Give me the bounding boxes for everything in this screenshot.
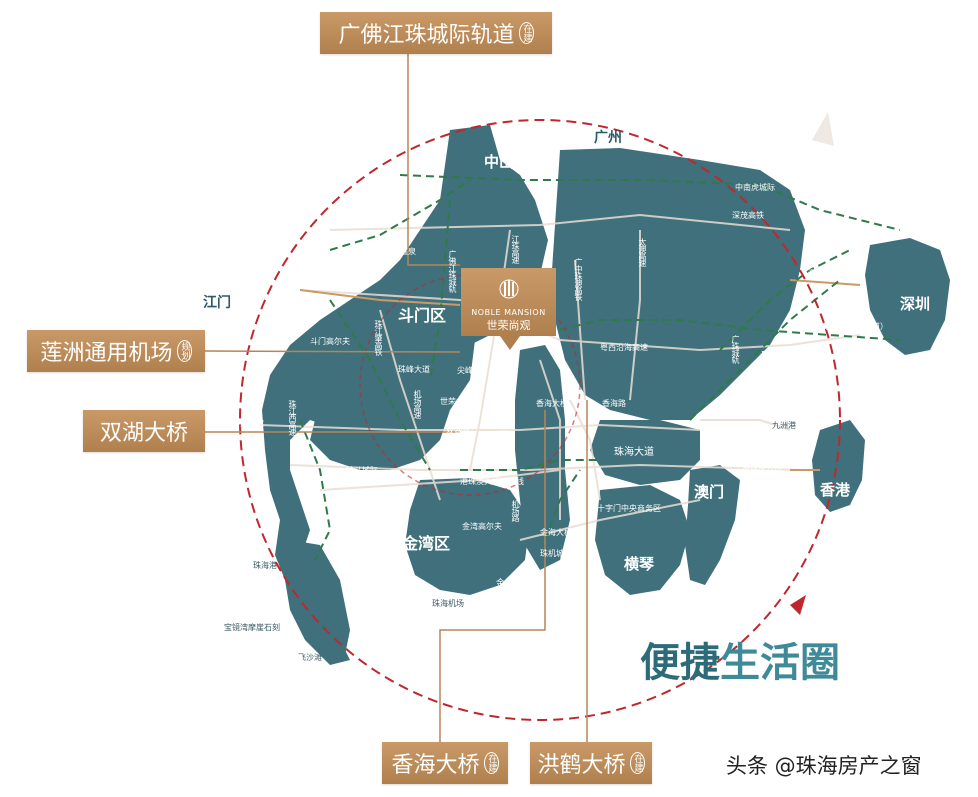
label-jiuzhou: 九洲港	[772, 421, 796, 430]
callout-honghe-label: 洪鹤大桥	[537, 753, 626, 778]
label-xianghai-q: 香海大桥	[536, 399, 568, 408]
label-guangzhu-guidao: 广佛江珠城轨	[448, 250, 457, 292]
label-zhuhai-station: 珠海站	[717, 434, 741, 443]
label-taiao: 太澳高速	[638, 238, 647, 266]
land-central	[552, 148, 805, 420]
land-hongkong	[812, 420, 865, 512]
region-xiangzhou: 香洲区	[760, 349, 806, 367]
label-zhudou: 珠斗城际	[346, 466, 378, 475]
label-guangzhu-gt: 广中珠澳高铁	[574, 258, 583, 300]
label-zhuji: 珠机城轨	[540, 549, 572, 558]
headline: 便捷生活圈	[640, 630, 840, 688]
label-xianghai-road: 香海路	[602, 399, 626, 408]
label-yuexi-gs: 粤西沿海高速	[600, 343, 648, 352]
callout-shuanghu-label: 双湖大桥	[99, 421, 188, 446]
label-jinwan-golf: 金湾高尔夫	[462, 522, 502, 531]
region-macau: 澳门	[694, 483, 725, 501]
region-jiangmen: 江门	[203, 295, 231, 311]
leader-lines	[204, 54, 588, 745]
label-guangzhu-cj: 广珠城轨	[731, 335, 740, 363]
label-baojing: 宝镜湾摩崖石刻	[224, 623, 280, 632]
region-guangzhou: 广州	[594, 130, 622, 146]
watermark: 头条 @珠海房产之窗	[726, 754, 922, 778]
land-hengqin	[595, 485, 690, 595]
land-zhongshan-strip	[515, 345, 570, 570]
label-huxin-road: 湖心路	[499, 430, 508, 451]
label-gongbei: 拱北口岸	[714, 421, 746, 430]
callout-lianzhou-label: 莲洲通用机场	[40, 341, 173, 366]
label-zhujiang-gt: 珠江肇高铁	[374, 320, 383, 355]
land-macau	[685, 465, 740, 585]
label-jianfeng: 尖峰山	[457, 366, 481, 375]
land-masses	[262, 125, 950, 665]
headline-light: 生活圈	[720, 640, 840, 686]
label-zhuhai-airport: 珠海机场	[432, 599, 464, 608]
label-hailan: 海泉湾	[240, 419, 264, 428]
callout-guangfo-label: 广佛江珠城际轨道	[338, 23, 515, 48]
label-doumen-golf: 斗门高尔夫	[310, 337, 350, 346]
headline-bold: 便捷	[640, 640, 720, 686]
region-hongkong: 香港	[820, 481, 851, 499]
land-xiangzhou	[590, 420, 700, 485]
project-name-en: NOBLE MANSION	[471, 308, 546, 317]
land-west-south	[290, 540, 350, 655]
label-shirong: 世荣大社区	[440, 397, 480, 406]
project-logo-icon	[499, 279, 519, 299]
label-haiquan-gs: 珠江西高速	[288, 400, 297, 435]
project-marker: NOBLE MANSION 世荣尚观	[461, 268, 556, 336]
region-jinwan: 金湾区	[402, 534, 451, 553]
label-zhuhaigang: 珠海港	[253, 561, 277, 570]
region-shenzhen: 深圳	[900, 295, 931, 313]
callout-guangfo-rail: 广佛江珠城际轨道 在建	[320, 12, 552, 54]
convenience-ring	[239, 119, 841, 721]
callout-xianghai-bridge: 香海大桥 在建	[382, 742, 508, 784]
land-shenzhen	[865, 238, 950, 355]
label-shenzhu: 深珠城轨（深珠通道）	[808, 322, 888, 331]
label-gangzhu: 港珠澳大桥	[742, 463, 782, 472]
label-feisha: 飞沙滩	[298, 653, 322, 662]
project-name-cn: 世荣尚观	[486, 319, 531, 332]
callout-lianzhou-airport: 莲洲通用机场 规划	[27, 330, 205, 372]
region-zhongshan: 中山	[484, 153, 515, 171]
label-zhuhai-ave: 珠海大道	[614, 447, 654, 458]
label-jiangzhu-gs: 江珠高速	[511, 235, 520, 263]
label-gangzhu-link: 港珠澳大桥连接线	[460, 477, 524, 486]
callout-xianghai-tag: 在建	[483, 752, 499, 774]
region-hengqin: 横琴	[624, 555, 655, 573]
label-doumen-ave: 珠峰大道	[398, 365, 430, 374]
callout-honghe-tag: 在建	[629, 752, 645, 774]
callout-honghe-bridge: 洪鹤大桥 在建	[530, 742, 652, 784]
label-jichang-road: 机场路	[511, 500, 520, 521]
label-shuanghu-road: 双湖路	[446, 426, 470, 435]
label-yuwenquan: 御温泉	[392, 247, 416, 256]
callout-xianghai-label: 香海大桥	[391, 753, 480, 778]
label-jichang-gs: 机场高速	[413, 390, 422, 418]
callout-guangfo-tag: 在建	[518, 22, 534, 44]
callout-shuanghu-bridge: 双湖大桥	[83, 410, 205, 452]
label-shizimen: 十字门中央商务区	[597, 504, 661, 513]
callout-lianzhou-tag: 规划	[176, 340, 192, 362]
label-jinsha: 金沙滩	[496, 579, 524, 589]
land-jinwan	[405, 478, 530, 595]
ring-arrow-icon	[790, 595, 806, 615]
compass-icon	[812, 112, 834, 146]
label-shenmao: 深茂高铁	[732, 211, 764, 220]
label-jinhai: 金海大桥	[540, 528, 572, 537]
region-doumen: 斗门区	[398, 306, 447, 325]
label-shenzhong: 深中通道	[808, 269, 840, 278]
label-zhongnanhu: 中南虎城际	[735, 183, 775, 192]
gold-roads	[299, 279, 861, 471]
project-pointer	[500, 336, 520, 350]
